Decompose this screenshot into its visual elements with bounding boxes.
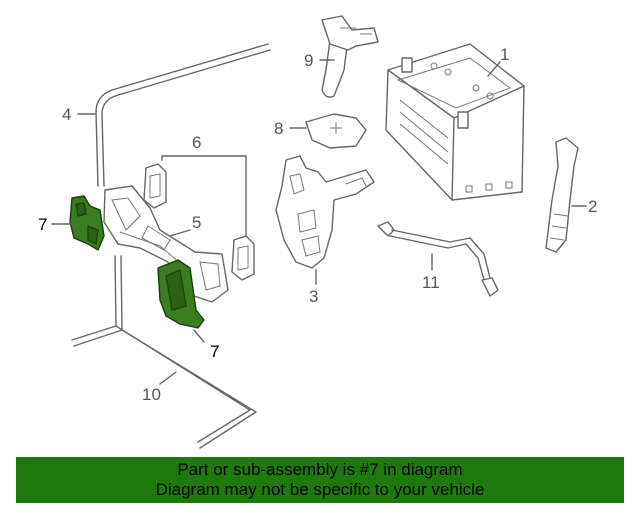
part-7-plate[interactable] [157, 259, 205, 329]
part-7-bracket-left[interactable] [69, 195, 105, 251]
callout-7-left: 7 [38, 215, 47, 234]
banner-line-2: Diagram may not be specific to your vehi… [155, 480, 485, 499]
info-banner: Part or sub-assembly is #7 in diagram Di… [16, 457, 624, 503]
callout-6: 6 [192, 133, 201, 152]
callout-5: 5 [192, 213, 201, 232]
part-4-rod[interactable] [95, 43, 271, 187]
part-11-cable[interactable] [377, 221, 499, 297]
leader-lines [51, 59, 587, 385]
part-10-rod[interactable] [71, 255, 257, 449]
part-8-cover[interactable] [305, 113, 367, 149]
part-6-clips[interactable] [143, 155, 255, 281]
part-3-fusebox[interactable] [275, 155, 375, 269]
callout-3: 3 [309, 287, 318, 306]
banner-line-1: Part or sub-assembly is #7 in diagram [177, 460, 463, 479]
callout-9: 9 [304, 51, 313, 70]
callout-2: 2 [588, 197, 597, 216]
callout-4: 4 [62, 105, 71, 124]
parts-diagram: 1 2 3 4 5 6 7 7 8 9 10 11 [38, 15, 597, 449]
part-1-battery[interactable] [385, 43, 525, 201]
callout-10: 10 [142, 385, 161, 404]
callout-11: 11 [422, 273, 440, 292]
callout-1: 1 [500, 45, 509, 64]
callout-7-bottom: 7 [210, 342, 219, 361]
part-9-sensor[interactable] [321, 15, 379, 98]
part-2-cable[interactable] [545, 137, 579, 253]
callout-8: 8 [274, 119, 283, 138]
